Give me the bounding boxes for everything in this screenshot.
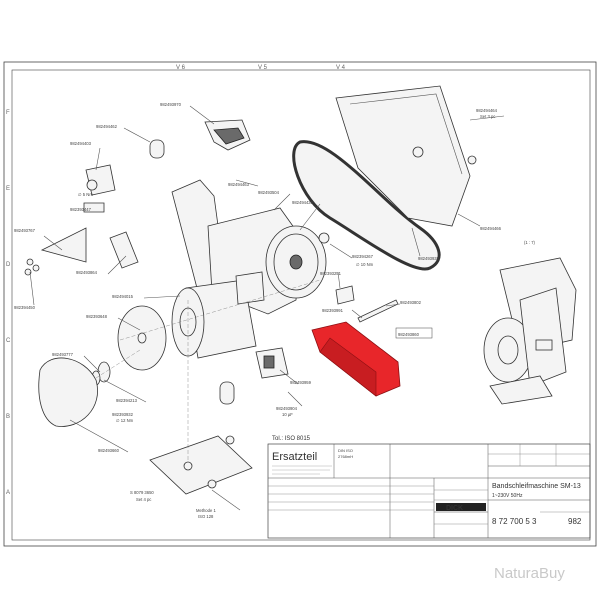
part-label: 982494463 — [228, 182, 250, 187]
zone-row-e: E — [6, 186, 10, 192]
zone-row-d: D — [6, 262, 11, 268]
note-torque-10: ∅ 10 Nm — [356, 262, 374, 267]
part-label: 982494464 — [476, 108, 498, 113]
part-label: 982493802 — [400, 300, 422, 305]
part-label: 982493860 — [398, 332, 420, 337]
drawing-code: 982 — [568, 517, 582, 526]
note-set3: Set 3 pc — [480, 114, 495, 119]
inner-frame — [11, 69, 591, 541]
part-label: 982494436 — [292, 200, 314, 205]
zone-row-b: B — [6, 414, 10, 420]
note-iso: ISO 128 — [198, 514, 214, 519]
brand-logo-box — [436, 503, 486, 511]
base-plate — [149, 435, 253, 495]
part-label: 982393932 — [112, 412, 134, 417]
bushing — [149, 139, 165, 159]
part-label: 982394267 — [352, 254, 374, 259]
din-iso: DIN ISO — [338, 448, 353, 453]
part-label: 982493904 — [276, 406, 298, 411]
note-capacitor: 10 µF — [282, 412, 293, 417]
zone-row-f: F — [6, 110, 10, 116]
part-label: 982393648 — [86, 314, 108, 319]
zone-row-a: A — [6, 490, 10, 496]
part-label: 982393447 — [70, 207, 92, 212]
part-label: 982494462 — [96, 124, 118, 129]
part-label: 982494466 — [480, 226, 502, 231]
watermark: NaturaBuy — [494, 565, 565, 582]
tolerance-note: Tol.: ISO 8015 — [272, 436, 311, 442]
exploded-assembly — [24, 85, 477, 495]
part-label: 982393251 — [320, 271, 342, 276]
part-label: 982393991 — [322, 308, 344, 313]
highlighted-part — [311, 321, 433, 397]
product-name: Bandschleifmaschine SM-13 — [492, 483, 581, 490]
part-label: 982493864 — [76, 270, 98, 275]
part-labels: 982493970 982494462 982494403 982494464 … — [14, 102, 536, 519]
article-number: 8 72 700 5 3 — [492, 517, 537, 526]
part-label: 982394450 — [14, 305, 36, 310]
din-iso-class: 2768mH — [338, 454, 353, 459]
wheel-guard — [38, 357, 98, 427]
note-scale: (1 : 7) — [524, 240, 536, 245]
part-label: 982493660 — [98, 448, 120, 453]
belt-guard-cover — [335, 85, 471, 227]
zone-row-c: C — [6, 338, 11, 344]
note-method: Methode 1 — [196, 508, 216, 513]
title-block: Ersatzteil DIN ISO 2768mH Bandschleifmas… — [267, 443, 591, 539]
note-torque-12: ∅ 12 Nm — [116, 418, 134, 423]
capacitor — [219, 381, 235, 405]
part-label: 982493938 — [418, 256, 440, 261]
note-set4: Set 4 pc — [136, 497, 151, 502]
assembled-view-inset — [483, 257, 577, 405]
note-torque-5: ∅ 5 Nm — [78, 192, 93, 197]
part-label: 982494403 — [70, 141, 92, 146]
part-label: 982493970 — [160, 102, 182, 107]
part-label: 982493959 — [290, 380, 312, 385]
part-label: 982493504 — [258, 190, 280, 195]
note-screw: S 8079 3650 — [130, 490, 154, 495]
part-label: 982394213 — [116, 398, 138, 403]
zone-col-v5: V 5 — [258, 65, 268, 71]
part-label: 982493767 — [14, 228, 36, 233]
brand-logo: DICK — [446, 505, 463, 512]
drawing-frame — [3, 61, 597, 547]
cone-nozzle — [40, 227, 87, 263]
zone-col-v6: V 6 — [176, 65, 186, 71]
zone-col-v4: V 4 — [336, 65, 346, 71]
power-spec: 1~230V 50Hz — [492, 493, 523, 499]
part-label: 982494015 — [112, 294, 134, 299]
part-label: 982493777 — [52, 352, 74, 357]
title-heading: Ersatzteil — [272, 451, 317, 463]
sanding-belt — [292, 140, 441, 271]
